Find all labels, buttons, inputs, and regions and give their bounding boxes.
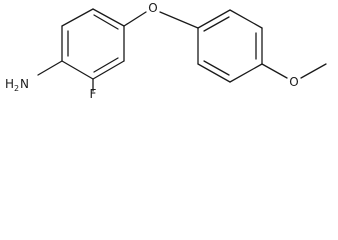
methoxy-oxygen-label: O <box>289 75 298 89</box>
bond-amine <box>37 60 63 76</box>
bond-b1-b2 <box>197 9 231 29</box>
amine-hydrogen-count: 2 <box>14 84 19 93</box>
amine-label: H 2 N <box>5 77 29 93</box>
bond-ring-a-ether <box>123 11 147 27</box>
bond-a3-a4 <box>92 60 125 80</box>
bond-a6-a1 <box>61 8 94 27</box>
double-bond-b1-b2 <box>203 16 230 32</box>
ring-a <box>61 8 125 80</box>
bond-ether-ring-b <box>159 11 199 29</box>
bond-b5-b6 <box>197 63 231 83</box>
bond-a1-a2 <box>92 8 125 27</box>
amine-hydrogen-label: H <box>5 77 14 91</box>
bond-b4-b5 <box>229 63 263 83</box>
double-bond-a1-a2 <box>93 14 119 30</box>
double-bond-b5-b6 <box>203 60 230 76</box>
ether-oxygen-label: O <box>148 1 157 15</box>
ring-b <box>197 9 263 83</box>
fluorine-label: F <box>90 87 97 100</box>
double-bond-a3-a4 <box>93 57 119 73</box>
structure-canvas: H 2 N F O O <box>0 0 338 100</box>
bond-a4-a5 <box>61 60 94 80</box>
bond-ring-b-methoxy <box>261 63 288 79</box>
molecule-diagram: H 2 N F O O <box>5 1 327 100</box>
bond-methoxy-methyl <box>300 63 327 79</box>
bond-b2-b3 <box>229 9 263 29</box>
amine-nitrogen-label: N <box>20 77 29 91</box>
